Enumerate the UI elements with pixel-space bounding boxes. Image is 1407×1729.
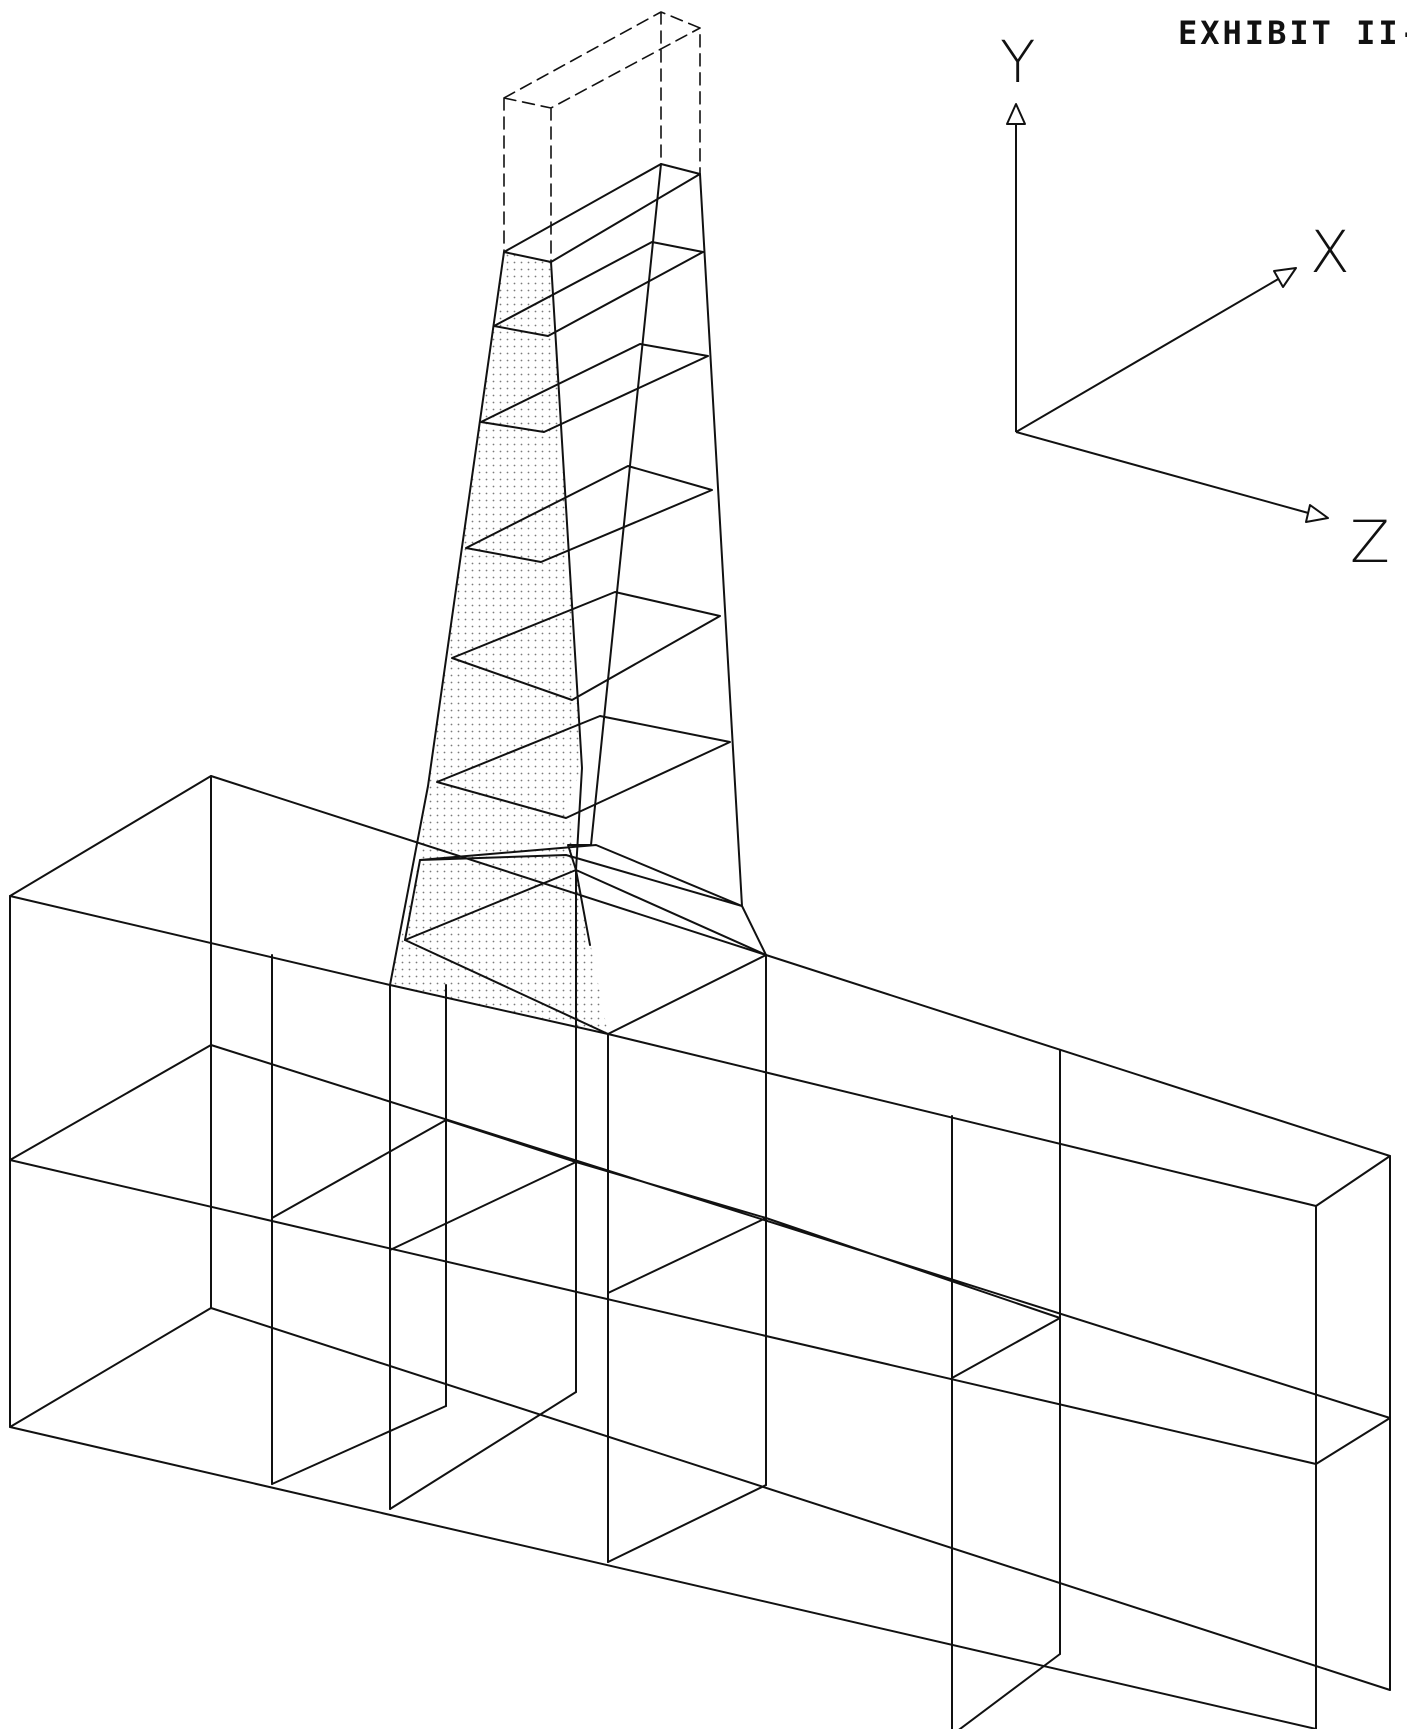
- z-axis-arrow-icon: [1305, 504, 1329, 523]
- column-front-shading: [390, 252, 608, 1034]
- column-level-6: [436, 715, 731, 819]
- x-axis-arrow-icon: [1273, 267, 1297, 288]
- base-top-front-edge: [9, 895, 391, 986]
- column-level-4: [465, 465, 713, 563]
- axis-indicator: Y X Z: [1000, 28, 1390, 576]
- base-vertical-edges: [9, 775, 1391, 1729]
- column-top-hidden-edges: [503, 11, 701, 263]
- x-axis-label: X: [1310, 218, 1350, 286]
- base-front-top-edge: [607, 1033, 1317, 1207]
- column-level-3: [480, 343, 709, 433]
- base-top-left-edge: [9, 775, 767, 956]
- column-level-2: [493, 241, 704, 337]
- column-base-links: [389, 859, 609, 1035]
- exhibit-label: EXHIBIT II-8: [1178, 14, 1407, 52]
- base-top-right-edge: [765, 954, 1391, 1207]
- column-level-7: [419, 844, 743, 907]
- column-left-edge: [389, 251, 505, 986]
- base-bottom-edges: [9, 1307, 1391, 1729]
- column-front-right-edge: [550, 261, 583, 871]
- base-mid-edges: [9, 1044, 1391, 1465]
- base-block-wireframe: [9, 775, 1391, 1729]
- z-axis-line: [1015, 431, 1313, 515]
- x-axis-line: [1015, 277, 1281, 433]
- column-level-1: [503, 163, 701, 263]
- column-level-5: [451, 591, 721, 701]
- y-axis-label: Y: [1000, 28, 1035, 96]
- y-axis-arrow-icon: [1006, 103, 1026, 125]
- z-axis-label: Z: [1350, 508, 1390, 576]
- column-wireframe: [389, 11, 767, 1035]
- column-right-edge: [699, 173, 767, 956]
